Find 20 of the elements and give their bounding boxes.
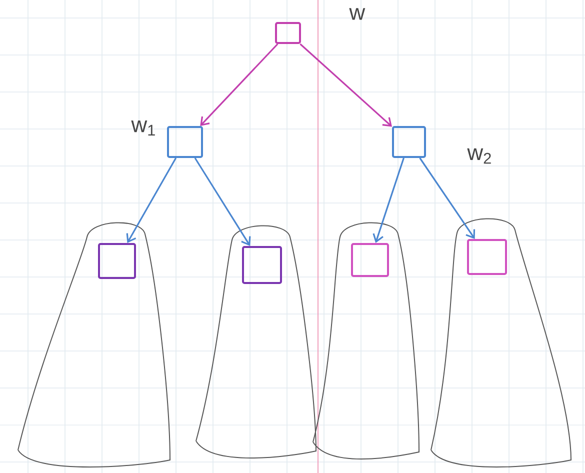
subtree-outline — [312, 222, 420, 460]
arrow — [200, 43, 278, 126]
node-label: w$_{1}$ — [131, 120, 155, 136]
arrow — [300, 43, 392, 127]
arrow — [419, 158, 476, 239]
tree-node-box — [98, 243, 136, 279]
subtree-outline — [430, 218, 572, 468]
tree-node-box — [167, 126, 203, 158]
tree-node-box — [275, 22, 301, 44]
node-label: w$_{2}$ — [467, 148, 491, 164]
arrow — [126, 158, 177, 243]
tree-node-box — [467, 239, 507, 275]
arrow — [372, 158, 404, 243]
arrow — [194, 158, 251, 246]
tree-node-box — [351, 243, 389, 277]
tree-node-box — [242, 246, 282, 284]
node-label: w — [349, 8, 366, 20]
subtree-outline — [196, 225, 316, 458]
tree-node-box — [392, 126, 426, 158]
subtree-outline — [18, 222, 170, 468]
